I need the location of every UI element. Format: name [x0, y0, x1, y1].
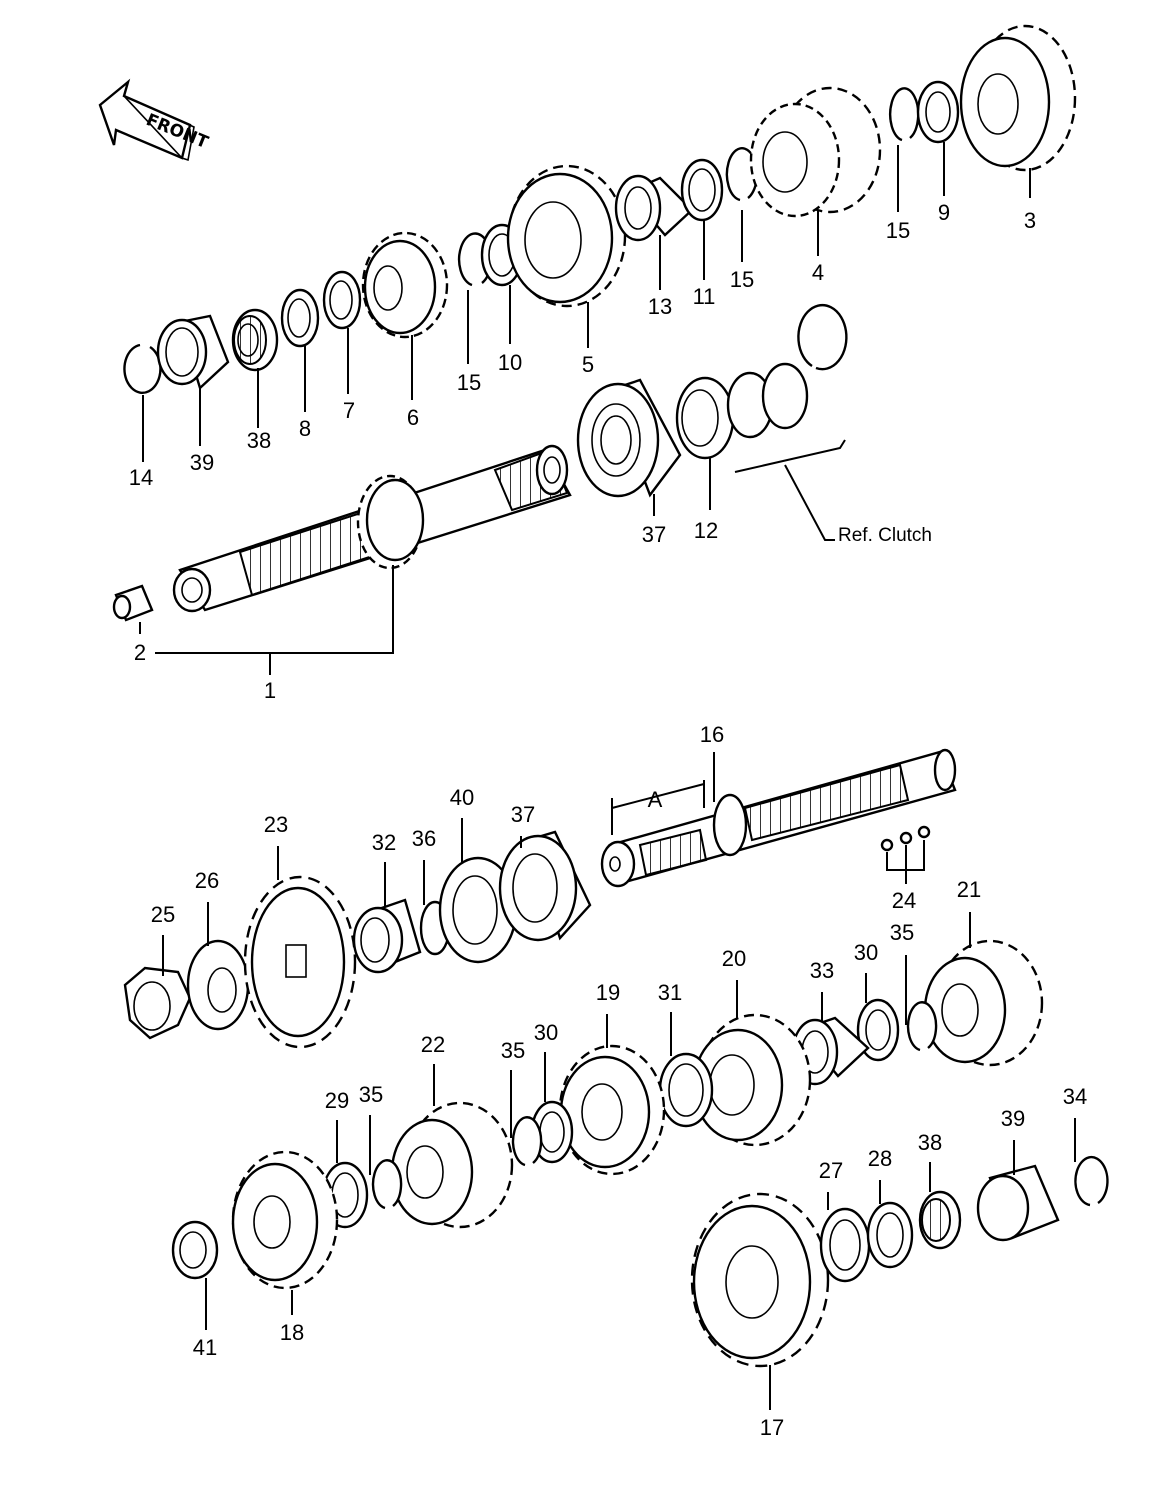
- label-6: 6: [407, 405, 419, 430]
- label-30a: 30: [854, 940, 878, 965]
- label-35a: 35: [890, 920, 914, 945]
- part-39-bushing: [156, 314, 230, 391]
- label-34: 34: [1063, 1084, 1087, 1109]
- label-9: 9: [938, 200, 950, 225]
- label-32: 32: [372, 830, 396, 855]
- label-37a: 37: [642, 522, 666, 547]
- part-18-gear: [231, 1150, 339, 1290]
- label-19: 19: [596, 980, 620, 1005]
- part-41-collar: [171, 1220, 219, 1280]
- label-35c: 35: [359, 1082, 383, 1107]
- part-38-needle-bearing: [231, 308, 279, 372]
- label-7: 7: [343, 398, 355, 423]
- part-35a-circlip: [906, 1001, 938, 1052]
- label-23: 23: [264, 812, 288, 837]
- part-31-washer: [658, 1052, 714, 1128]
- label-33: 33: [810, 958, 834, 983]
- label-15a: 15: [457, 370, 481, 395]
- label-24: 24: [892, 888, 916, 913]
- upper-leader-lines: [139, 142, 1031, 675]
- label-10: 10: [498, 350, 522, 375]
- label-28: 28: [868, 1146, 892, 1171]
- dimension-a: A: [648, 787, 663, 812]
- label-40: 40: [450, 785, 474, 810]
- part-19-gear: [558, 1044, 666, 1176]
- label-1: 1: [264, 678, 276, 703]
- label-13: 13: [648, 294, 672, 319]
- label-37b: 37: [511, 802, 535, 827]
- part-2-plug: [112, 584, 154, 622]
- label-14: 14: [129, 465, 153, 490]
- label-12: 12: [694, 518, 718, 543]
- part-37b-ball-bearing: [498, 830, 592, 942]
- part-8-washer: [280, 288, 320, 348]
- part-32-collar: [352, 898, 422, 974]
- part-25-nut: [123, 966, 192, 1040]
- label-22: 22: [421, 1032, 445, 1057]
- label-38a: 38: [247, 428, 271, 453]
- label-16: 16: [700, 722, 724, 747]
- label-31: 31: [658, 980, 682, 1005]
- label-20: 20: [722, 946, 746, 971]
- label-21: 21: [957, 877, 981, 902]
- label-35b: 35: [501, 1038, 525, 1063]
- part-22-gear: [390, 1101, 514, 1229]
- part-17-gear: [690, 1192, 830, 1368]
- label-25: 25: [151, 902, 175, 927]
- part-26-lock-washer: [186, 939, 250, 1031]
- label-5: 5: [582, 352, 594, 377]
- ref-clutch-label: Ref. Clutch: [838, 525, 932, 546]
- part-20-gear: [692, 1013, 812, 1147]
- label-41: 41: [193, 1335, 217, 1360]
- part-37a-ball-bearing: [576, 378, 682, 498]
- label-26: 26: [195, 868, 219, 893]
- part-38b-needle-bearing: [918, 1190, 962, 1250]
- label-30b: 30: [534, 1020, 558, 1045]
- label-39b: 39: [1001, 1106, 1025, 1131]
- label-8: 8: [299, 416, 311, 441]
- label-27: 27: [819, 1158, 843, 1183]
- part-35c-circlip: [371, 1159, 403, 1210]
- part-9-washer: [916, 80, 960, 144]
- part-28-washer: [866, 1201, 914, 1269]
- label-15c: 15: [886, 218, 910, 243]
- part-39b-bushing: [976, 1164, 1060, 1242]
- lower-leader-lines: [162, 752, 1076, 1410]
- part-13-bushing: [614, 174, 694, 242]
- label-2: 2: [134, 640, 146, 665]
- part-11-washer: [680, 158, 724, 222]
- label-4: 4: [812, 260, 824, 285]
- part-23-sprocket: [243, 875, 357, 1049]
- label-38b: 38: [918, 1130, 942, 1155]
- part-number-labels: 1 2 3 4 5 6 7 8 9 10 11 12 13 14 15 15 1…: [129, 200, 1087, 1440]
- label-15b: 15: [730, 267, 754, 292]
- part-4-gear: [749, 86, 882, 218]
- label-18: 18: [280, 1320, 304, 1345]
- part-27-washer: [819, 1207, 871, 1283]
- part-30a-washer: [856, 998, 900, 1062]
- label-29: 29: [325, 1088, 349, 1113]
- part-34-circlip: [1074, 1155, 1109, 1207]
- front-arrow-icon: FRONT: [98, 78, 211, 162]
- part-12-collar: [675, 376, 735, 460]
- label-39a: 39: [190, 450, 214, 475]
- part-35b-circlip: [511, 1116, 543, 1167]
- label-11: 11: [693, 284, 716, 309]
- output-shaft: [600, 748, 957, 888]
- part-24-balls: [880, 825, 931, 884]
- part-15c-circlip: [889, 87, 920, 142]
- part-5-gear: [506, 164, 627, 308]
- part-7-washer: [322, 270, 362, 330]
- part-21-gear: [923, 939, 1044, 1067]
- label-17: 17: [760, 1415, 784, 1440]
- part-14-circlip: [123, 343, 162, 394]
- part-3-gear: [959, 24, 1077, 172]
- label-3: 3: [1024, 208, 1036, 233]
- label-36: 36: [412, 826, 436, 851]
- gear-1-integral: [356, 474, 425, 570]
- clutch-ref-parts: [726, 304, 848, 541]
- part-6-gear: [361, 231, 449, 339]
